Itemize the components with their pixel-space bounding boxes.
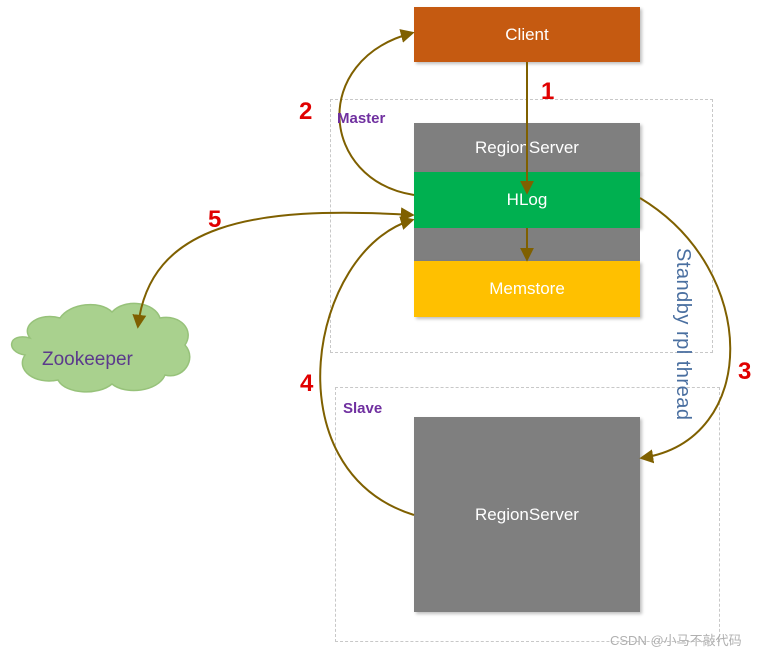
memstore-label: Memstore (489, 279, 565, 298)
step-1-label: 1 (541, 78, 555, 105)
slave-group (335, 387, 720, 642)
standby-rpl-thread-label: Standby rpl thread (672, 248, 694, 421)
edge-hlog-to-client (338, 29, 415, 196)
master-group-label: Master (337, 110, 386, 127)
edge-slave-to-hlog (319, 216, 415, 516)
edge-hlog-to-slave (639, 197, 732, 464)
memstore-node: Memstore (414, 261, 640, 317)
edge-hlog-zookeeper (132, 207, 415, 329)
step-5-label: 5 (208, 206, 222, 233)
slave-regionserver-node: RegionServer (414, 417, 640, 612)
step-4-label: 4 (300, 370, 314, 397)
slave-group-label: Slave (343, 400, 383, 417)
zookeeper-label: Zookeeper (42, 349, 133, 370)
zookeeper-cloud-shape (11, 302, 191, 393)
watermark-text: CSDN @小马不敲代码 (610, 633, 742, 648)
hlog-label: HLog (506, 190, 548, 209)
slave-regionserver-label: RegionServer (475, 504, 579, 524)
client-node: Client (414, 7, 640, 62)
step-3-label: 3 (738, 358, 752, 385)
client-label: Client (505, 24, 549, 44)
step-2-label: 2 (299, 98, 313, 125)
